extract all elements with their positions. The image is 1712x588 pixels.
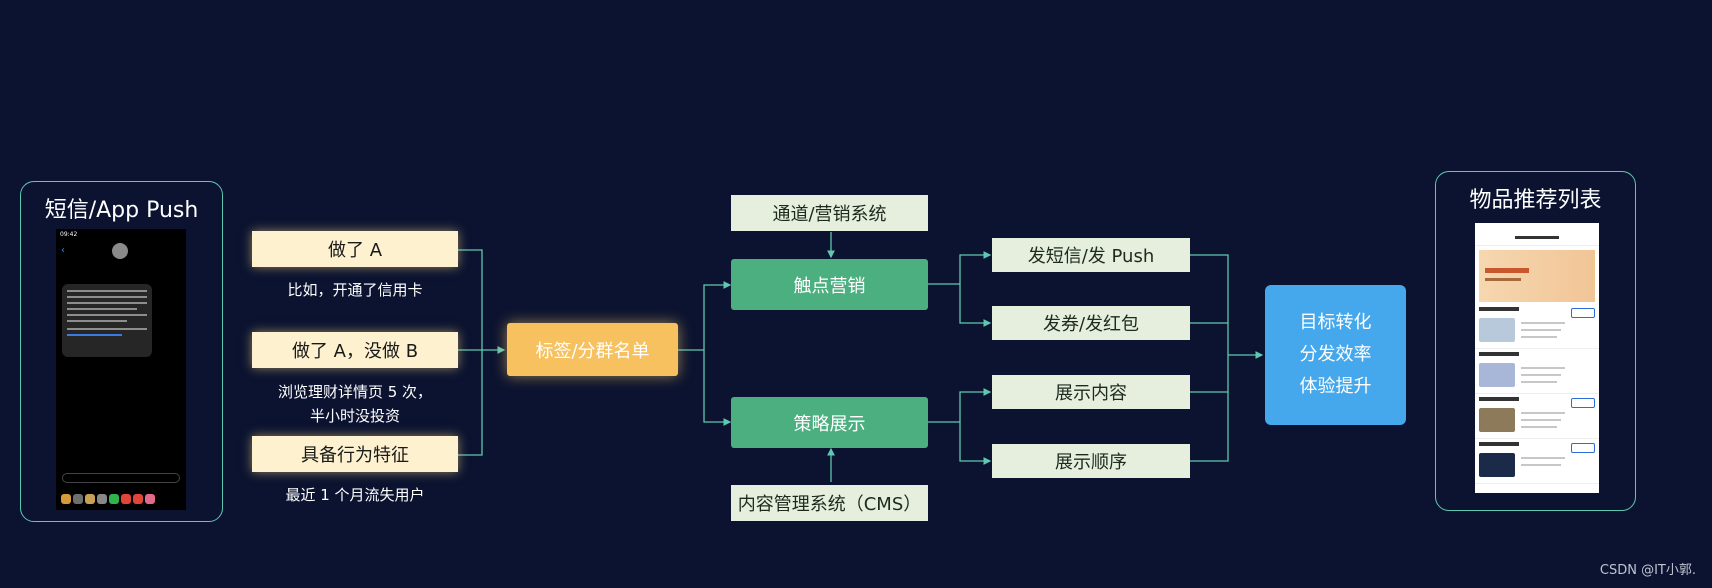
- phone-time: 09:42: [60, 231, 78, 238]
- action-coupon-box: 发券/发红包: [992, 306, 1190, 340]
- channel-system-box: 通道/营销系统: [731, 195, 928, 231]
- strategy-display-box: 策略展示: [731, 397, 928, 448]
- connector-strategy-order: [959, 422, 992, 465]
- item-recommendation-panel: 物品推荐列表: [1435, 171, 1636, 511]
- condition-caption-2: 浏览理财详情页 5 次， 半小时没投资: [252, 380, 458, 428]
- list-item: [1475, 304, 1599, 349]
- condition-caption-2-line-2: 半小时没投资: [309, 407, 400, 425]
- condition-caption-1: 比如，开通了信用卡: [252, 278, 458, 302]
- connector-segment-strategy: [703, 350, 732, 426]
- list-item: [1475, 439, 1599, 484]
- condition-caption-3-line-1: 最近 1 个月流失用户: [285, 486, 425, 504]
- sms-push-title: 短信/App Push: [44, 198, 199, 223]
- app-icon-row: [60, 489, 184, 504]
- item-recommendation-title: 物品推荐列表: [1469, 188, 1602, 213]
- action-show-content-box: 展示内容: [992, 375, 1190, 409]
- watermark: CSDN @IT小郭.: [1599, 563, 1696, 578]
- sms-message-bubble: [62, 284, 152, 357]
- condition-box-1: 做了 A: [252, 231, 458, 267]
- connector-actions-bracket: [1188, 254, 1229, 462]
- connector-condition-1: [458, 249, 483, 350]
- list-item: [1475, 349, 1599, 394]
- connector-condition-3: [458, 350, 483, 456]
- connector-touch-coupon: [959, 284, 992, 327]
- goal-distribution-efficiency: 分发效率: [1299, 344, 1372, 365]
- touch-marketing-box: 触点营销: [731, 259, 928, 310]
- segment-list-box: 标签/分群名单: [507, 323, 678, 376]
- recommendation-list-screenshot: [1475, 223, 1599, 493]
- connector-strategy-content: [928, 388, 992, 423]
- goals-box: 目标转化 分发效率 体验提升: [1265, 285, 1406, 425]
- phone-screenshot: 09:42 ‹: [56, 229, 186, 510]
- cms-box: 内容管理系统（CMS）: [731, 485, 928, 521]
- banner-image: [1479, 250, 1595, 302]
- sms-push-panel: 短信/App Push 09:42 ‹: [20, 181, 223, 522]
- connector-segment-touch: [678, 281, 732, 351]
- condition-caption-1-line-1: 比如，开通了信用卡: [287, 281, 423, 299]
- condition-box-3: 具备行为特征: [252, 436, 458, 472]
- contact-avatar: [112, 243, 128, 259]
- action-show-order-box: 展示顺序: [992, 444, 1190, 478]
- condition-box-2: 做了 A，没做 B: [252, 332, 458, 368]
- list-item: [1475, 394, 1599, 439]
- connector-touch-sms: [928, 251, 992, 285]
- goal-experience: 体验提升: [1299, 376, 1372, 397]
- action-sms-push-box: 发短信/发 Push: [992, 238, 1190, 272]
- back-chevron-icon: ‹: [61, 245, 65, 256]
- condition-caption-2-line-1: 浏览理财详情页 5 次，: [277, 383, 433, 401]
- message-input-bar: [62, 473, 180, 483]
- goal-conversion: 目标转化: [1299, 312, 1372, 333]
- condition-caption-3: 最近 1 个月流失用户: [252, 483, 458, 507]
